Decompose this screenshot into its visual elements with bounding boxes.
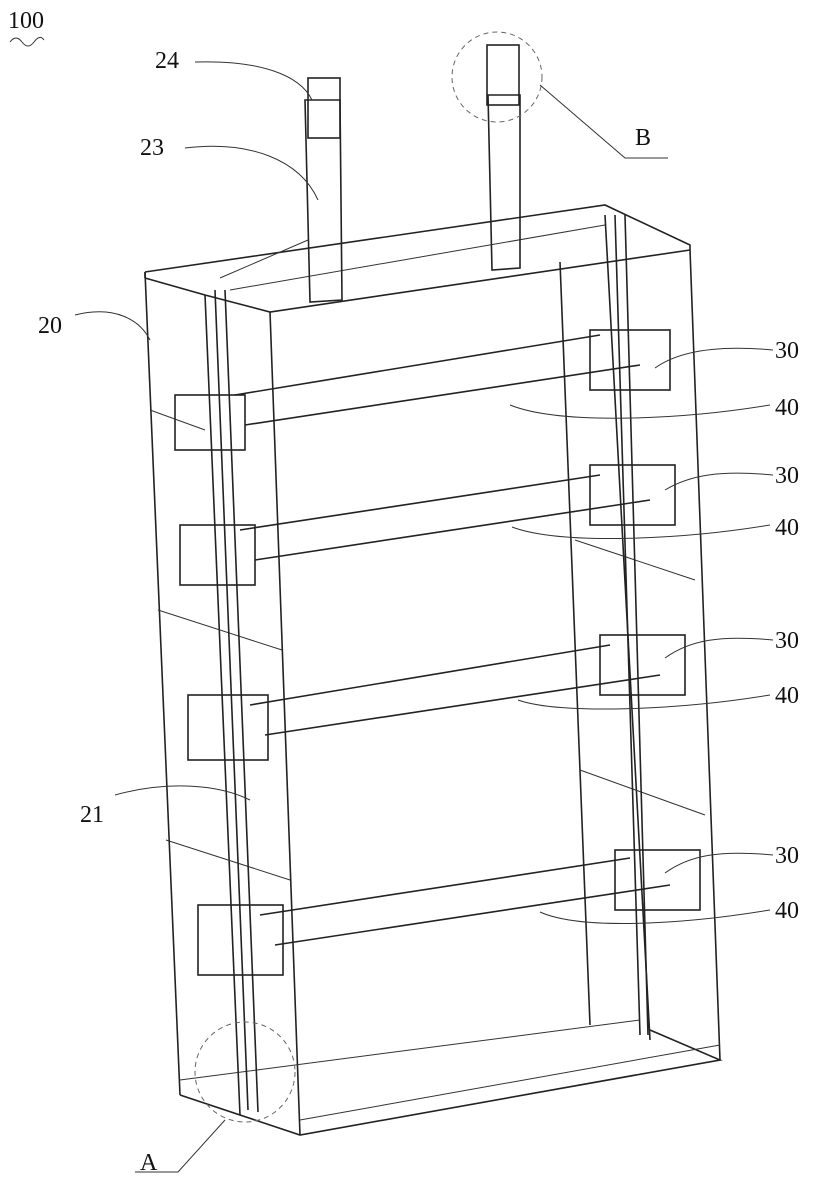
label-21: 21 — [80, 802, 104, 828]
label-40-d: 40 — [775, 898, 799, 924]
rod-assembly-2 — [180, 465, 675, 585]
label-30-d: 30 — [775, 843, 799, 869]
inner-rail-left — [215, 290, 248, 1110]
hanger-plate-left — [305, 78, 342, 302]
label-40-c: 40 — [775, 683, 799, 709]
label-30-b: 30 — [775, 463, 799, 489]
label-b: B — [635, 125, 651, 151]
rod-assembly-4 — [198, 850, 700, 975]
inner-rail-left-2 — [225, 290, 258, 1112]
label-30-c: 30 — [775, 628, 799, 654]
figure-number: 100 — [8, 8, 44, 34]
hanger-plate-right — [487, 45, 520, 270]
figure-number-wave — [10, 37, 44, 46]
label-24: 24 — [155, 48, 179, 74]
rod-assembly-3 — [188, 635, 685, 760]
label-23: 23 — [140, 135, 164, 161]
label-30-a: 30 — [775, 338, 799, 364]
label-20: 20 — [38, 313, 62, 339]
rod-assembly-1 — [175, 330, 670, 450]
clamp-right-3 — [600, 635, 685, 695]
label-40-b: 40 — [775, 515, 799, 541]
label-a: A — [140, 1150, 158, 1176]
outer-frame — [145, 205, 720, 1135]
label-40-a: 40 — [775, 395, 799, 421]
